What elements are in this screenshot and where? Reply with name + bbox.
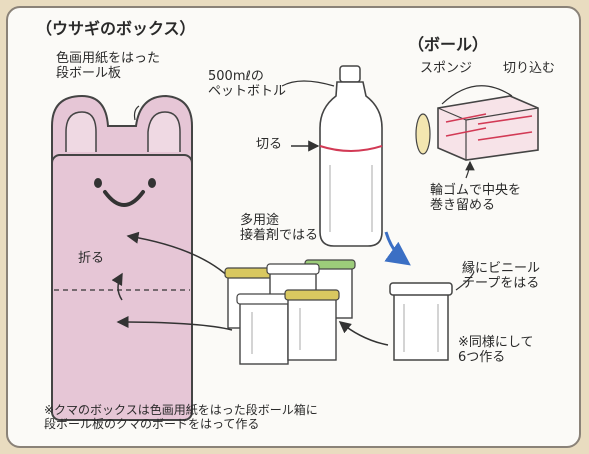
sponge-ball <box>415 85 539 179</box>
blue-arrow <box>384 231 411 266</box>
cut-label: 切る <box>256 137 283 152</box>
box-to-glue-arrow <box>338 321 389 346</box>
fold-arrow <box>111 272 123 301</box>
make-six-label: ※同様にして 6つ作る <box>458 335 534 365</box>
vinyl-tape-label: 縁にビニール テープをはる <box>462 261 541 291</box>
rabbit-box-title: （ウサギのボックス） <box>36 19 196 38</box>
fold-label: 折る <box>78 251 105 266</box>
rubber-band-label: 輪ゴムで中央を 巻き留める <box>430 183 522 213</box>
rabbit-right-eye <box>148 178 156 188</box>
sponge-label: スポンジ <box>420 61 473 76</box>
glue-label: 多用途 接着剤ではる <box>240 213 319 243</box>
paper-board-label: 色画用紙をはった 段ボール板 <box>56 51 161 81</box>
pet-bottle-label: 500mℓの ペットボトル <box>208 69 287 99</box>
pet-bottle <box>319 65 383 247</box>
rabbit-board <box>51 94 193 421</box>
rabbit-left-eye <box>94 178 102 188</box>
cut-in-label: 切り込む <box>503 61 556 76</box>
bear-box-note: ※クマのボックスは色画用紙をはった段ボール箱に 段ボール板のクマのボードをはって… <box>44 403 318 431</box>
glued-box-cluster <box>224 259 356 365</box>
glue-arrow-lower <box>116 316 233 331</box>
ball-title: （ボール） <box>408 35 489 54</box>
single-box <box>389 271 475 361</box>
